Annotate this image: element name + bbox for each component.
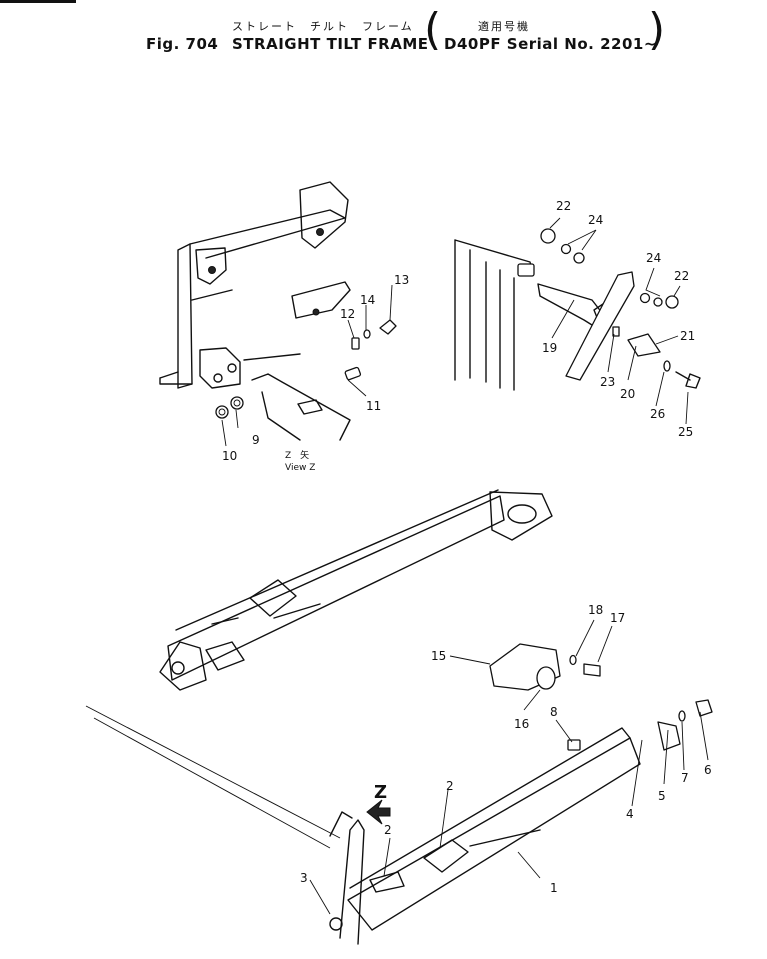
figure-title: STRAIGHT TILT FRAME <box>232 35 429 53</box>
callout-24a: 24 <box>588 213 603 227</box>
callout-16: 16 <box>514 717 529 731</box>
callout-8: 8 <box>550 705 558 719</box>
callout-19: 19 <box>542 341 557 355</box>
figure-number: Fig. 704 <box>146 35 219 53</box>
callout-13: 13 <box>394 273 409 287</box>
view-z-arrow-letter: Z <box>374 782 387 803</box>
view-z-detail <box>159 181 397 441</box>
callout-labels: 1 2 2 3 4 5 6 7 8 9 10 11 12 13 14 15 16… <box>222 199 712 895</box>
paren-right: ) <box>648 4 666 55</box>
callout-1: 1 <box>550 881 558 895</box>
callout-23: 23 <box>600 375 615 389</box>
callout-6: 6 <box>704 763 712 777</box>
callout-14: 14 <box>360 293 375 307</box>
callout-20: 20 <box>620 387 635 401</box>
callout-10: 10 <box>222 449 237 463</box>
top-rule <box>0 0 76 3</box>
callout-22b: 22 <box>674 269 689 283</box>
callout-11: 11 <box>366 399 381 413</box>
callout-7: 7 <box>681 771 689 785</box>
callout-21: 21 <box>680 329 695 343</box>
leader-lines <box>221 217 709 915</box>
view-z-caption: View Z <box>285 463 315 473</box>
callout-22a: 22 <box>556 199 571 213</box>
japanese-title: ストレート チルト フレーム <box>232 20 414 33</box>
callout-5: 5 <box>658 789 666 803</box>
callout-26: 26 <box>650 407 665 421</box>
callout-25: 25 <box>678 425 693 439</box>
tilt-lever-detail <box>454 228 701 391</box>
serial-range: D40PF Serial No. 2201~ <box>444 35 657 53</box>
view-z-labels: Z 矢 View Z Z <box>285 449 387 803</box>
tilt-frame-left <box>85 699 713 945</box>
callout-12: 12 <box>340 307 355 321</box>
callout-15: 15 <box>431 649 446 663</box>
callout-2a: 2 <box>446 779 454 793</box>
japanese-applicable-label: 適用号機 <box>478 20 530 33</box>
tilt-frame-right <box>159 489 553 691</box>
callout-3: 3 <box>300 871 308 885</box>
callout-9: 9 <box>252 433 260 447</box>
callout-24b: 24 <box>646 251 661 265</box>
view-z-jp: Z 矢 <box>285 449 309 461</box>
callout-18: 18 <box>588 603 603 617</box>
callout-2b: 2 <box>384 823 392 837</box>
callout-17: 17 <box>610 611 625 625</box>
callout-4: 4 <box>626 807 634 821</box>
pin-bracket-detail <box>489 643 601 691</box>
paren-left: ( <box>424 4 442 55</box>
